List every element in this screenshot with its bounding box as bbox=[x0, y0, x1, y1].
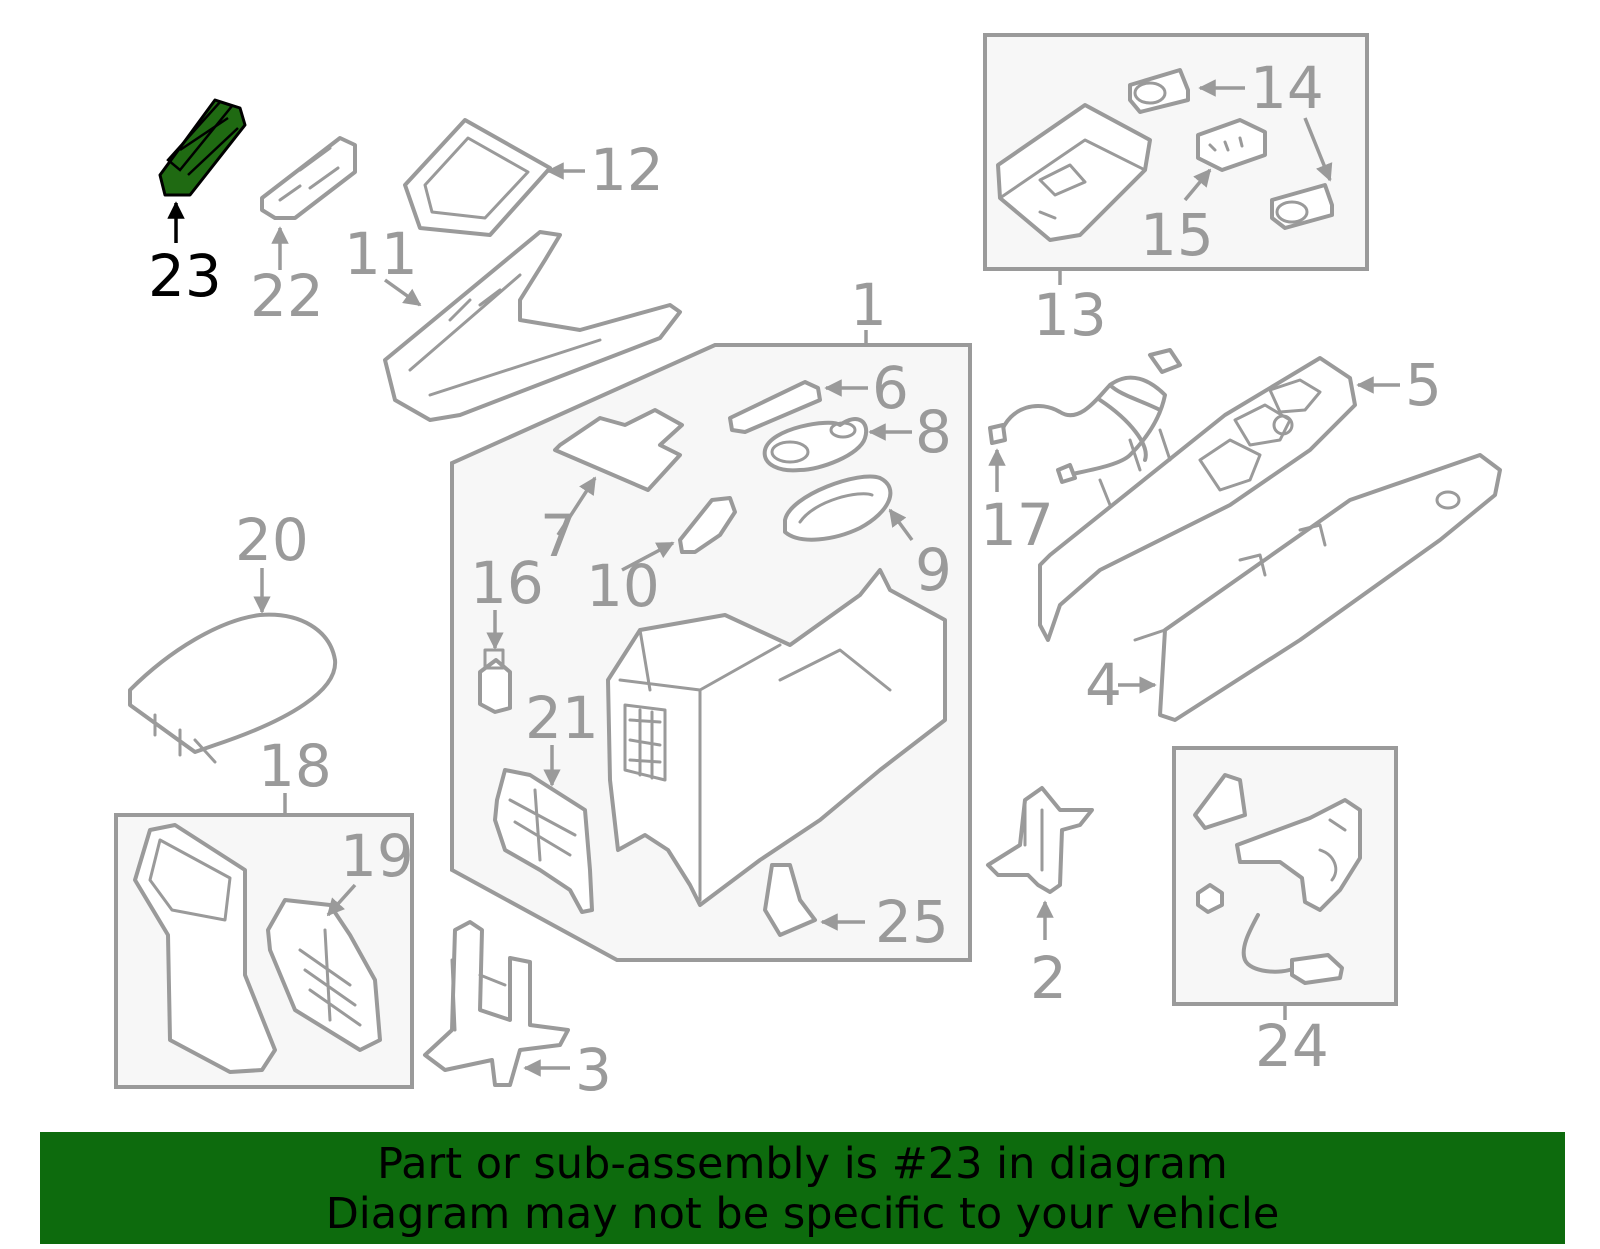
banner-line-1: Part or sub-assembly is #23 in diagram bbox=[377, 1139, 1228, 1189]
part-16-switch bbox=[478, 648, 512, 714]
callout-9: 9 bbox=[915, 536, 952, 604]
group-box-24 bbox=[1172, 746, 1398, 1006]
part-14-port-upper bbox=[1128, 68, 1190, 114]
part-8-cupholder-ring bbox=[762, 417, 869, 473]
callout-5: 5 bbox=[1405, 351, 1442, 419]
part-20-armrest bbox=[128, 612, 338, 764]
part-22-bracket bbox=[260, 136, 357, 220]
callout-22: 22 bbox=[250, 262, 324, 330]
callout-16: 16 bbox=[470, 549, 544, 617]
callout-13: 13 bbox=[1033, 281, 1107, 349]
part-10-clip bbox=[678, 496, 737, 554]
callout-11: 11 bbox=[344, 220, 418, 288]
callout-25: 25 bbox=[875, 888, 949, 956]
part-21-bracket bbox=[493, 768, 594, 914]
leader-11 bbox=[383, 278, 422, 307]
part-12-bezel bbox=[403, 118, 552, 237]
callout-8: 8 bbox=[915, 398, 952, 466]
callout-15: 15 bbox=[1140, 201, 1214, 269]
part-19-vent bbox=[266, 898, 382, 1052]
part-13-usb-unit bbox=[996, 103, 1152, 242]
leader-9 bbox=[888, 508, 914, 542]
leader-7 bbox=[556, 476, 597, 536]
part-3-bracket bbox=[423, 920, 570, 1087]
part-2-bracket bbox=[986, 786, 1094, 894]
info-banner: Part or sub-assembly is #23 in diagram D… bbox=[40, 1132, 1565, 1244]
part-24-parking-brake bbox=[1193, 773, 1362, 985]
part-11-panel bbox=[383, 230, 682, 422]
part-4-side-panel bbox=[1133, 453, 1502, 722]
part-25-bracket bbox=[763, 863, 817, 937]
leader-19 bbox=[326, 883, 357, 917]
leader-10 bbox=[621, 541, 675, 572]
part-23-switch[interactable] bbox=[158, 98, 247, 197]
callout-6: 6 bbox=[872, 354, 909, 422]
callout-19: 19 bbox=[340, 822, 414, 890]
callout-12: 12 bbox=[590, 136, 664, 204]
callout-21: 21 bbox=[525, 684, 599, 752]
callout-2: 2 bbox=[1030, 944, 1067, 1012]
part-6-strip bbox=[728, 380, 822, 434]
banner-line-2: Diagram may not be specific to your vehi… bbox=[325, 1189, 1280, 1239]
callout-23: 23 bbox=[148, 242, 222, 310]
part-1-console-body bbox=[606, 568, 947, 907]
callout-3: 3 bbox=[575, 1036, 612, 1104]
callout-18: 18 bbox=[258, 732, 332, 800]
part-5-side-panel bbox=[1038, 356, 1357, 642]
callout-20: 20 bbox=[235, 506, 309, 574]
leader-15 bbox=[1183, 168, 1212, 202]
leader-14b bbox=[1303, 117, 1333, 182]
callout-24: 24 bbox=[1255, 1012, 1329, 1080]
callout-4: 4 bbox=[1085, 651, 1122, 719]
part-17-wiring-harness bbox=[988, 348, 1182, 484]
part-14-port-lower bbox=[1270, 183, 1334, 230]
callout-1: 1 bbox=[850, 271, 887, 339]
callout-7: 7 bbox=[540, 502, 577, 570]
callout-14: 14 bbox=[1250, 54, 1324, 122]
part-9-cupholder-insert bbox=[783, 474, 893, 542]
part-7-pad bbox=[553, 408, 684, 492]
part-18-rear-panel bbox=[133, 823, 277, 1074]
callout-10: 10 bbox=[586, 552, 660, 620]
callout-17: 17 bbox=[980, 491, 1054, 559]
part-15-switch bbox=[1196, 118, 1267, 172]
